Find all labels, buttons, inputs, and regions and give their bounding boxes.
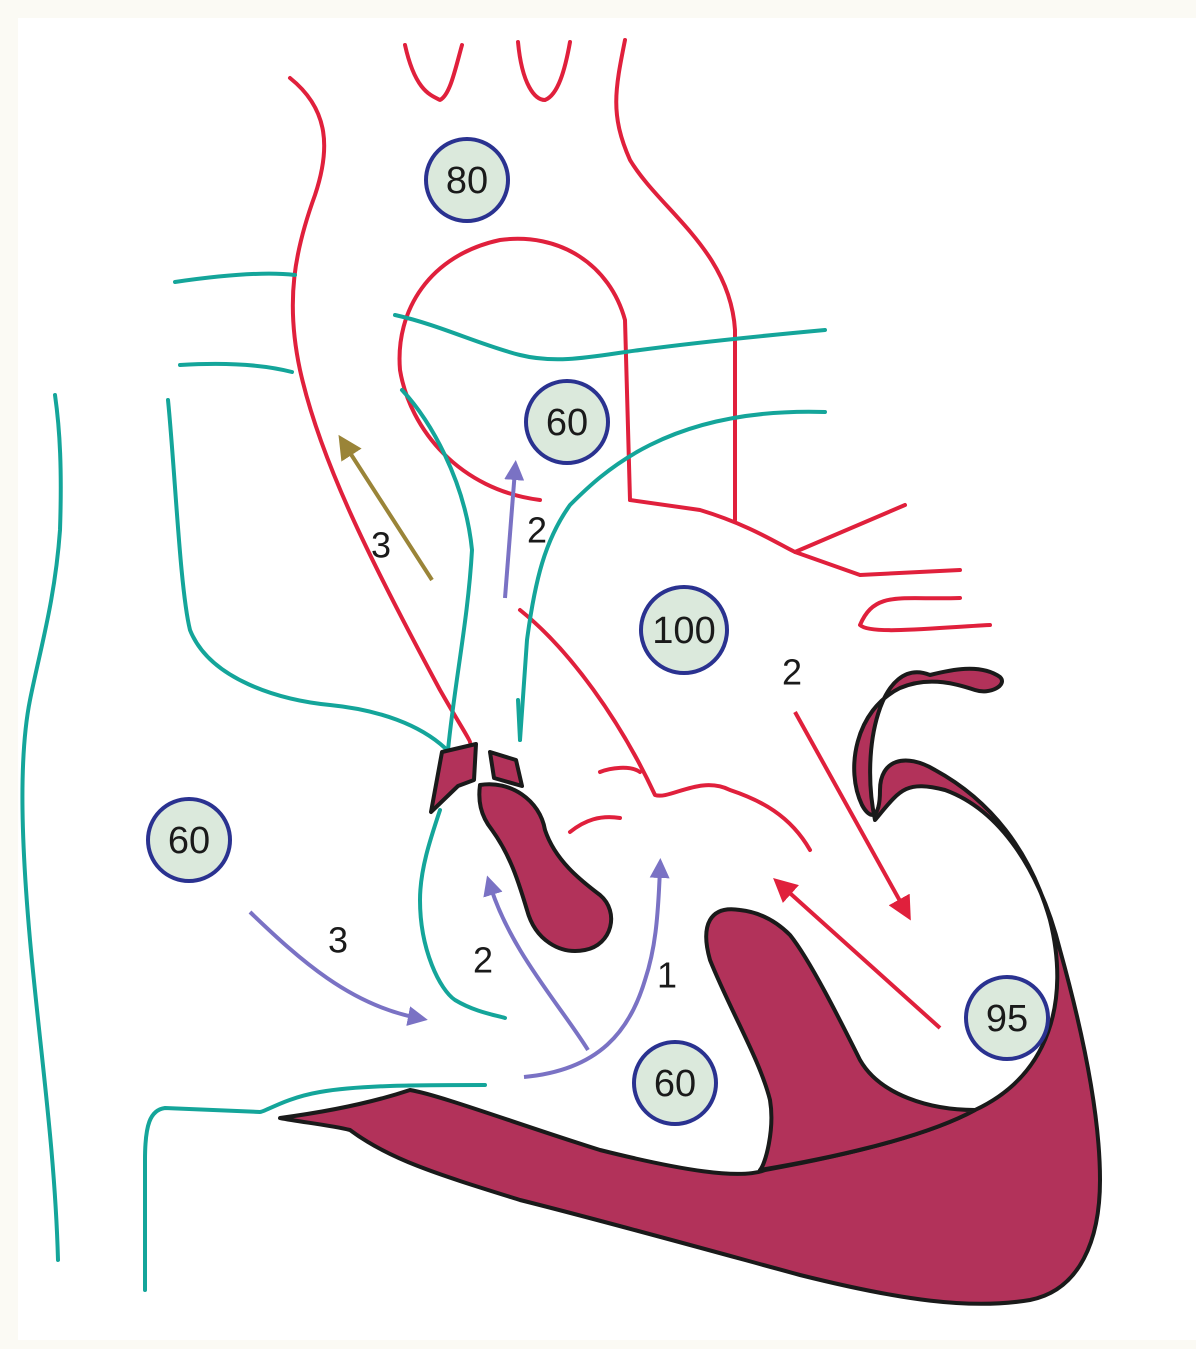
saturation-badge-right-ventricle: 60 bbox=[632, 1040, 718, 1126]
badge-value: 100 bbox=[652, 610, 715, 652]
badge-value: 80 bbox=[446, 160, 488, 202]
flow-label-la-inflow: 2 bbox=[782, 652, 802, 693]
left-atrium bbox=[518, 498, 992, 852]
mitral-edge bbox=[568, 815, 622, 834]
right-atrium-outline bbox=[166, 398, 447, 750]
right-atrium-inflow-arrow bbox=[248, 910, 428, 1026]
flow-arrows bbox=[248, 434, 942, 1079]
branch-vessel-1 bbox=[403, 43, 464, 102]
myocardium bbox=[278, 666, 1102, 1306]
aorta-right-wall bbox=[614, 38, 737, 522]
pulmonary-trunk-left-wall bbox=[400, 388, 474, 752]
shunt-arrow bbox=[338, 434, 434, 582]
ventricular-wall bbox=[278, 666, 1102, 1306]
saturation-badge-left-atrium: 100 bbox=[639, 585, 729, 675]
flow-label-rv-outflow-1: 1 bbox=[657, 955, 677, 996]
heart-diagram: 3 2 2 3 2 1 80 60 100 60 60 95 bbox=[18, 18, 1196, 1340]
aortic-arch-inner bbox=[397, 236, 632, 502]
pulmonary-valve-right-cusp bbox=[488, 750, 524, 788]
svc-upper-edge bbox=[173, 271, 297, 284]
svc-lower-edge bbox=[178, 361, 294, 374]
pulmonary-vein-lower bbox=[858, 596, 992, 633]
pulmonary-trunk-right-wall bbox=[516, 698, 522, 742]
interventricular-septum bbox=[704, 907, 977, 1172]
flow-label-shunt: 3 bbox=[371, 525, 391, 566]
branch-vessel-2 bbox=[516, 40, 572, 102]
ivc-left-wall bbox=[20, 393, 63, 1262]
flow-label-ra-inflow: 3 bbox=[328, 920, 348, 961]
left-atrium-roof bbox=[628, 498, 907, 554]
pulmonary-outflow-arrow bbox=[503, 460, 525, 599]
saturation-badge-right-atrium: 60 bbox=[146, 797, 232, 883]
rv-outflow-arrow-1 bbox=[523, 858, 670, 1079]
badge-value: 60 bbox=[168, 820, 210, 862]
heart-diagram-canvas: 3 2 2 3 2 1 80 60 100 60 60 95 bbox=[20, 38, 1102, 1306]
pulmonary-vein-upper bbox=[793, 550, 962, 577]
ivc-floor bbox=[143, 1083, 487, 1292]
saturation-badge-pulmonary-artery: 60 bbox=[524, 379, 610, 465]
aorta-left-wall bbox=[288, 76, 472, 744]
badge-value: 60 bbox=[654, 1063, 696, 1105]
saturation-badge-aorta: 80 bbox=[424, 137, 510, 223]
flow-label-pulmonary-outflow: 2 bbox=[527, 510, 547, 551]
left-atrium-inner-wall bbox=[518, 608, 812, 852]
mitral-edge-2 bbox=[598, 765, 642, 774]
aortic-valve-leaflet bbox=[477, 782, 614, 953]
badge-value: 60 bbox=[546, 402, 588, 444]
flow-label-rv-outflow-2: 2 bbox=[473, 940, 493, 981]
pulmonary-trunk bbox=[20, 271, 827, 1292]
lv-outflow-arrow bbox=[773, 877, 942, 1030]
la-inflow-arrow bbox=[793, 711, 911, 921]
rv-outflow-arrow-2 bbox=[483, 875, 590, 1052]
saturation-badge-left-ventricle: 95 bbox=[964, 975, 1050, 1061]
badge-value: 95 bbox=[986, 998, 1028, 1040]
left-pulmonary-artery-upper bbox=[393, 313, 827, 362]
pulmonary-valve-left-cusp bbox=[429, 742, 478, 814]
left-pulmonary-artery-lower bbox=[518, 409, 827, 742]
flow-labels: 3 2 2 3 2 1 bbox=[328, 510, 802, 996]
septum-outline bbox=[418, 808, 507, 1020]
